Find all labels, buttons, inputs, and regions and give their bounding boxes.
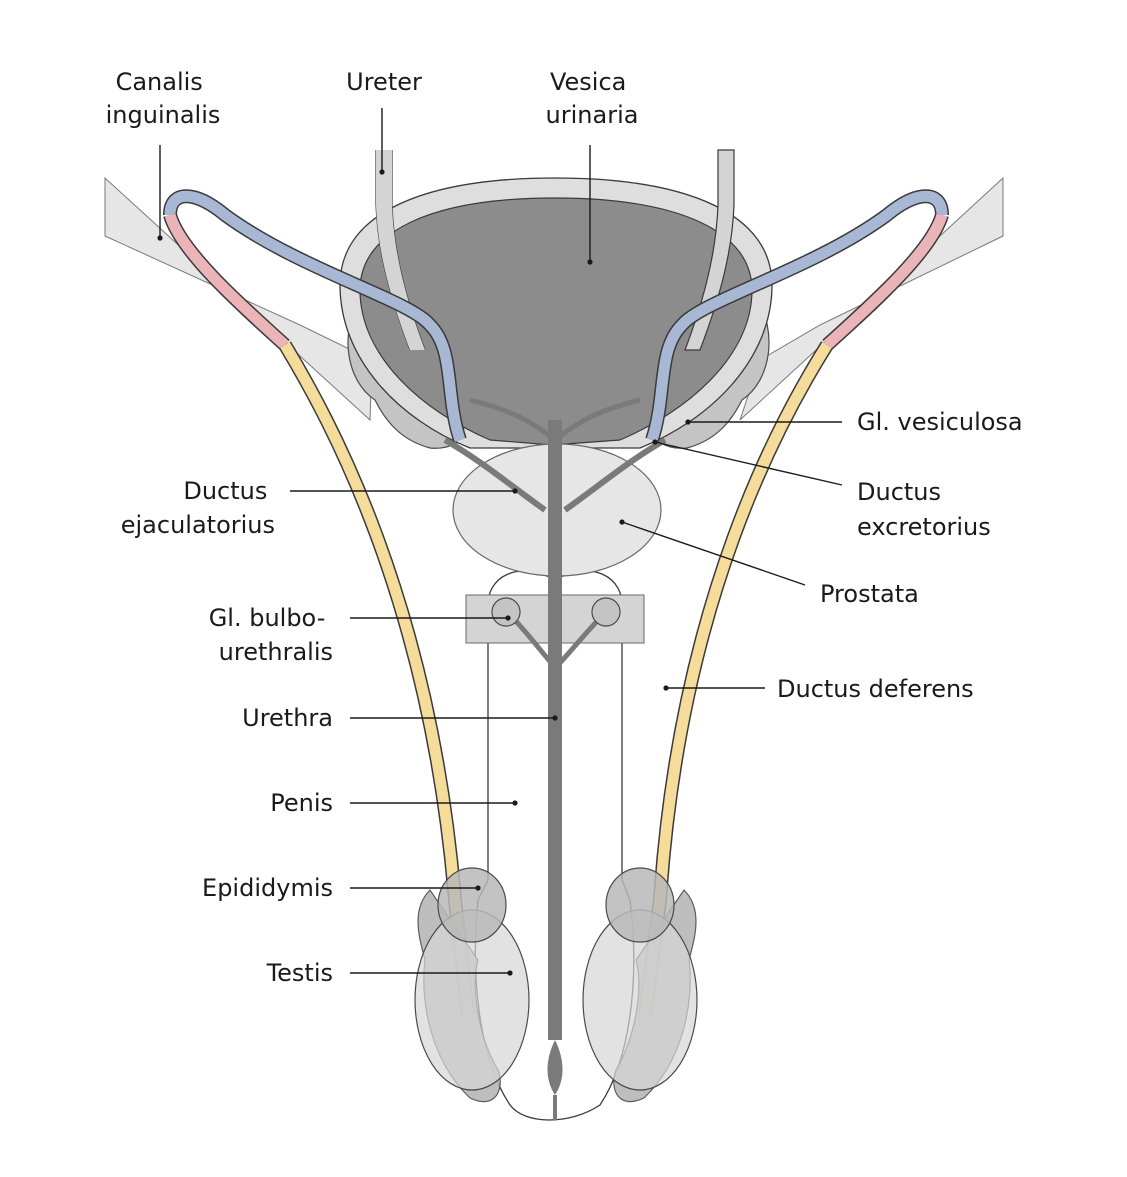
ductus-ejaculatorius (443, 437, 667, 513)
epididymis-left (437, 867, 507, 943)
label-epididymis: Epididymis (202, 874, 333, 902)
label-ductus-ejaculatorius: Ductus ejaculatorius (121, 477, 275, 539)
ureter-left (375, 150, 426, 351)
label-testis: Testis (266, 959, 333, 987)
label-penis: Penis (270, 789, 333, 817)
label-ductus-deferens: Ductus deferens (777, 675, 974, 703)
label-prostata: Prostata (820, 580, 919, 608)
epididymis-right (605, 867, 675, 943)
label-vesica-urinaria: Vesica urinaria (546, 68, 639, 129)
label-canalis-inguinalis: Canalis inguinalis (106, 68, 221, 129)
testis-right (582, 867, 698, 1103)
gl-bulbourethralis (491, 597, 621, 667)
ductus-deferens-left (163, 189, 475, 1016)
urethra (469, 397, 641, 1120)
label-ductus-excretorius: Ductus excretorius (857, 478, 991, 541)
leader-ductus-excretorius (654, 441, 843, 486)
label-ureter: Ureter (346, 68, 422, 96)
label-gl-vesiculosa: Gl. vesiculosa (857, 408, 1023, 436)
leader-prostata (621, 521, 806, 586)
leader-lines (157, 108, 843, 976)
label-gl-bulbourethralis: Gl. bulbo- urethralis (209, 604, 333, 666)
ureter-right (684, 149, 735, 351)
label-urethra: Urethra (242, 704, 333, 732)
testis-left (414, 867, 530, 1103)
ductus-deferens-right (638, 189, 949, 1016)
